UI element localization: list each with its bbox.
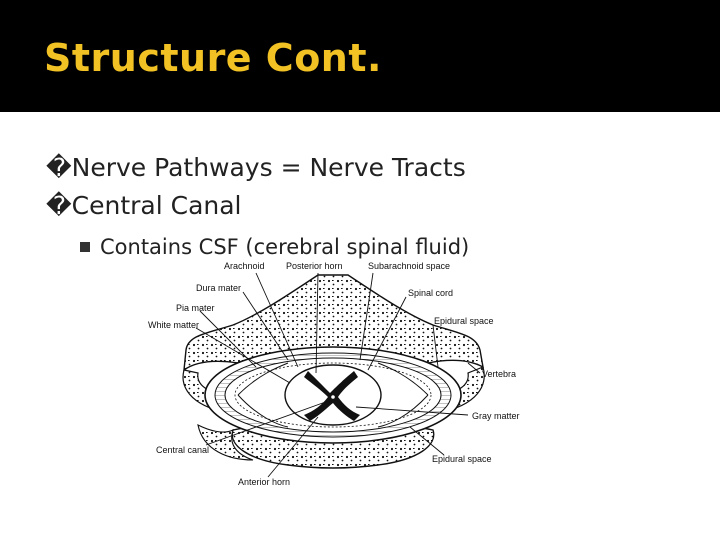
bullet-text: Central Canal — [71, 191, 242, 220]
label-arachnoid: Arachnoid — [224, 261, 265, 271]
label-epidural-space-top: Epidural space — [434, 316, 494, 326]
central-canal — [330, 394, 336, 400]
bullet-central-canal: �Central Canal — [46, 191, 242, 220]
label-central-canal: Central canal — [156, 445, 209, 455]
label-anterior-horn: Anterior horn — [238, 477, 290, 487]
sub-bullet-text: Contains CSF (cerebral spinal fluid) — [100, 235, 470, 259]
label-gray-matter: Gray matter — [472, 411, 520, 421]
square-bullet-icon — [80, 242, 90, 252]
label-white-matter: White matter — [148, 320, 199, 330]
label-subarachnoid-space: Subarachnoid space — [368, 261, 450, 271]
label-dura-mater: Dura mater — [196, 283, 241, 293]
label-posterior-horn: Posterior horn — [286, 261, 343, 271]
label-epidural-space-bottom: Epidural space — [432, 454, 492, 464]
label-vertebra: Vertebra — [482, 369, 516, 379]
leader-lines — [195, 272, 481, 478]
label-spinal-cord: Spinal cord — [408, 288, 453, 298]
title-bar: Structure Cont. — [0, 0, 720, 112]
spinal-cord-diagram: Arachnoid Posterior horn Subarachnoid sp… — [148, 261, 520, 487]
bullet-marker: � — [46, 153, 72, 182]
bullet-nerve-pathways: �Nerve Pathways = Nerve Tracts — [46, 153, 466, 182]
slide-title: Structure Cont. — [44, 36, 382, 80]
bullet-text: Nerve Pathways = Nerve Tracts — [71, 153, 466, 182]
spinal-cord — [284, 364, 382, 426]
sub-bullet-csf: Contains CSF (cerebral spinal fluid) — [80, 235, 469, 259]
bullet-marker: � — [46, 191, 72, 220]
label-pia-mater: Pia mater — [176, 303, 215, 313]
